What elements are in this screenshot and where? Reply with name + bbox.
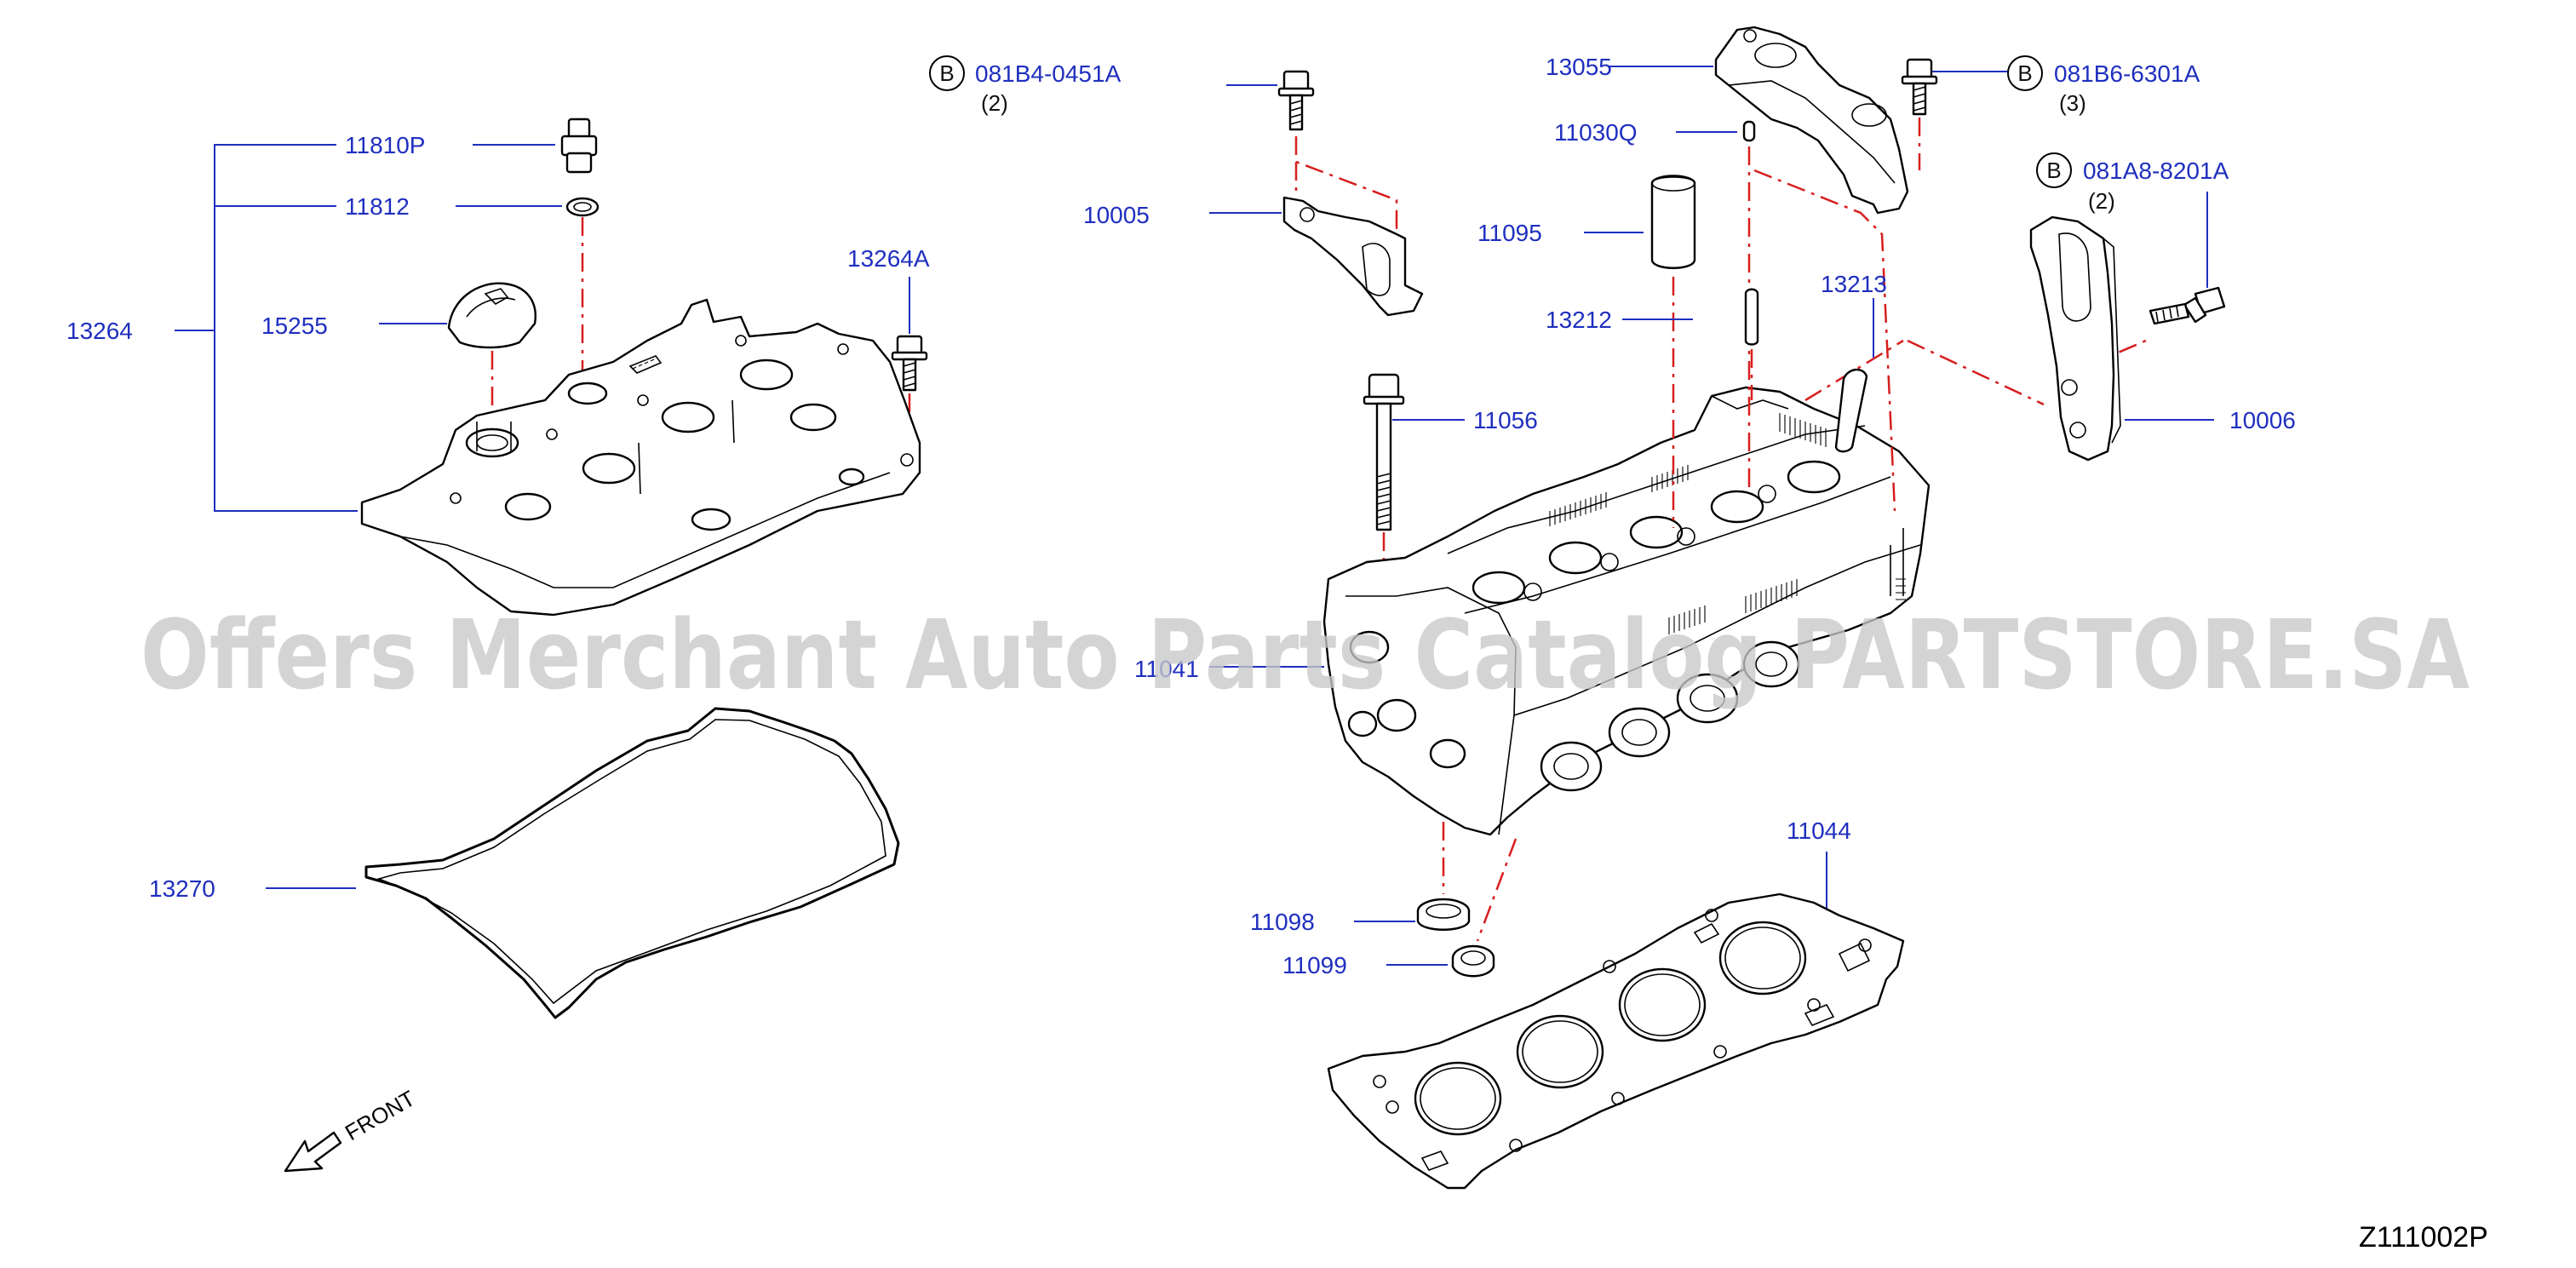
front-label: FRONT: [341, 1085, 420, 1145]
label-10005[interactable]: 10005: [1083, 202, 1150, 228]
pcv-valve-part[interactable]: [473, 118, 598, 174]
oil-filler-cap-part[interactable]: [379, 282, 536, 349]
valve-seal-part[interactable]: [1354, 898, 1471, 931]
o-ring-part[interactable]: [456, 197, 600, 217]
bolt-code-3: 081A8-8201A: [2083, 158, 2229, 184]
label-11044[interactable]: 11044: [1787, 818, 1851, 844]
badge-letter: B: [2017, 60, 2032, 86]
label-11099[interactable]: 11099: [1282, 952, 1347, 978]
label-13264[interactable]: 13264: [66, 318, 133, 344]
label-11056[interactable]: 11056: [1473, 407, 1538, 433]
label-13270[interactable]: 13270: [149, 875, 215, 902]
engine-bracket-left-part[interactable]: [1209, 196, 1424, 317]
rocker-cover-group: [175, 118, 928, 1173]
badge-circle: [929, 55, 965, 91]
upper-right-group: [1584, 26, 2226, 528]
watermark: Offers Merchant Auto Parts Catalog PARTS…: [141, 600, 2470, 711]
rocker-cover-part[interactable]: [360, 298, 921, 617]
cover-bolt-part[interactable]: [891, 277, 928, 392]
cover-bolt-right-part[interactable]: [1901, 58, 2018, 116]
label-11812[interactable]: 11812: [345, 193, 410, 220]
label-15255[interactable]: 15255: [261, 313, 328, 339]
label-13212[interactable]: 13212: [1546, 307, 1612, 333]
badge-letter: B: [2046, 158, 2061, 183]
badge-circle: [2007, 55, 2043, 91]
label-13264A[interactable]: 13264A: [847, 245, 930, 272]
bolt-callout-2[interactable]: B 081B6-6301A (3): [2007, 55, 2200, 116]
front-cover-part[interactable]: [1609, 26, 1909, 215]
bolt-callout-1[interactable]: B 081B4-0451A (2): [929, 55, 1122, 116]
bolt-callouts: B 081B4-0451A (2) B 081B6-6301A (3) B 08…: [929, 55, 2229, 214]
front-direction-indicator: [284, 1131, 342, 1173]
head-bolt-part[interactable]: [1363, 373, 1465, 531]
stud-part[interactable]: [1834, 298, 1874, 453]
badge-circle: [2036, 152, 2072, 188]
bracket-bolt-right-part[interactable]: [2149, 192, 2226, 325]
head-gasket-part[interactable]: [1327, 852, 1905, 1190]
dowel-pin-part[interactable]: [1676, 120, 1756, 142]
label-11041[interactable]: 11041: [1134, 656, 1199, 682]
label-13213[interactable]: 13213: [1821, 271, 1887, 297]
valve-seat-ring-part[interactable]: [1386, 944, 1495, 978]
engine-bracket-right-part[interactable]: [2029, 215, 2214, 462]
label-11098[interactable]: 11098: [1250, 909, 1315, 935]
bolt-code-1: 081B4-0451A: [975, 60, 1122, 87]
label-10006[interactable]: 10006: [2229, 407, 2296, 433]
cylinder-head-group: [1209, 70, 1931, 1190]
bolt-qty-3: (2): [2088, 188, 2115, 214]
bracket-bolt-left-part[interactable]: [1226, 70, 1315, 131]
bolt-callout-3[interactable]: B 081A8-8201A (2): [2036, 152, 2229, 214]
diagram-code: Z111002P: [2359, 1221, 2488, 1254]
cylinder-head-part[interactable]: [1322, 386, 1931, 836]
badge-letter: B: [939, 60, 954, 86]
label-11095[interactable]: 11095: [1477, 220, 1542, 246]
label-11810P[interactable]: 11810P: [345, 132, 425, 158]
part-labels: 11810P 11812 13264 15255 13264A 13270 10…: [66, 54, 2296, 978]
bolt-qty-1: (2): [981, 90, 1008, 116]
cover-gasket-part[interactable]: [266, 707, 900, 1019]
sleeve-part[interactable]: [1584, 175, 1696, 269]
bolt-code-2: 081B6-6301A: [2054, 60, 2200, 87]
bolt-qty-2: (3): [2059, 90, 2086, 116]
label-13055[interactable]: 13055: [1546, 54, 1612, 80]
locating-pin-part[interactable]: [1622, 288, 1759, 346]
label-11030Q[interactable]: 11030Q: [1554, 119, 1638, 146]
